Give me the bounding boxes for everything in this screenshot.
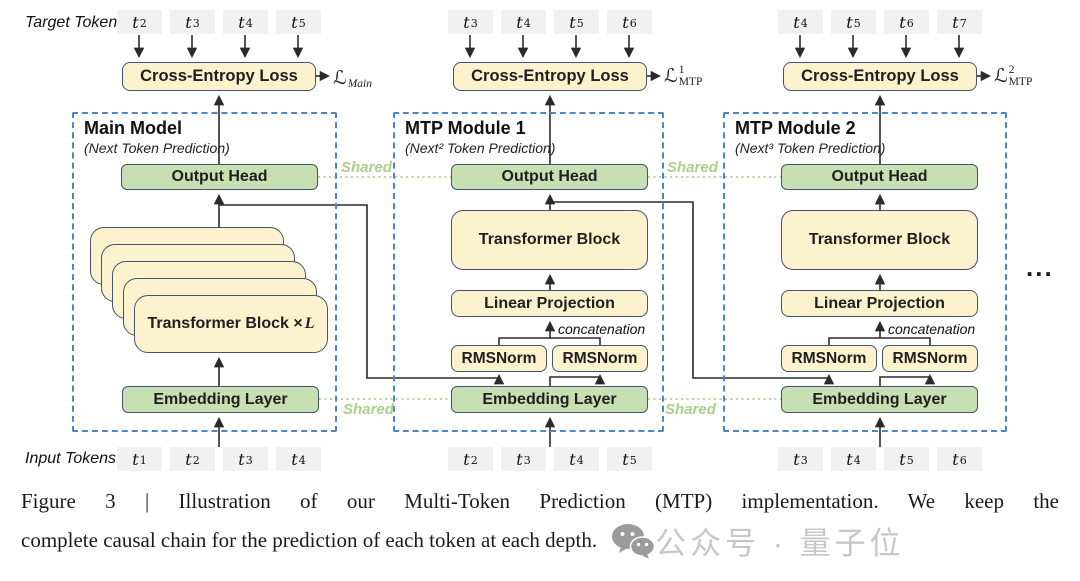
transformer-block-mtp1: Transformer Block [451,210,648,270]
figure-caption: Figure 3 | Illustration of our Multi-Tok… [21,489,1059,563]
script-l: ℒ [994,65,1008,88]
output-head-mtp2: Output Head [781,164,978,190]
concatenation-label: concatenation [888,321,976,337]
rmsnorm-left-mtp1: RMSNorm [451,345,547,372]
script-l: ℒ [664,65,678,88]
shared-label: Shared [667,159,718,176]
mtp-module-1-frame: MTP Module 1 (Next² Token Prediction) [393,112,664,432]
main-model-frame: Main Model (Next Token Prediction) [72,112,337,432]
embedding-layer-mtp1: Embedding Layer [451,386,648,413]
rmsnorm-right-mtp2: RMSNorm [882,345,978,372]
cross-entropy-loss-mtp2: Cross-Entropy Loss [783,62,977,91]
input-tokens-label: Input Tokens [25,450,117,467]
script-l: ℒ [333,67,347,90]
cross-entropy-loss-main: Cross-Entropy Loss [122,62,316,91]
main-model-subtitle: (Next Token Prediction) [84,140,230,156]
caption-line-2: complete causal chain for the prediction… [21,528,598,552]
watermark: 公众号 · 量子位 [611,518,905,563]
rmsnorm-right-mtp1: RMSNorm [552,345,648,372]
caption-line-1: Figure 3 | Illustration of our Multi-Tok… [21,489,1059,513]
watermark-text: 公众号 · 量子位 [655,526,905,561]
mtp-module-2-frame: MTP Module 2 (Next³ Token Prediction) [723,112,1007,432]
linear-projection-mtp1: Linear Projection [451,290,648,317]
cross-entropy-loss-mtp1: Cross-Entropy Loss [453,62,647,91]
wechat-icon [612,523,656,558]
output-head-main: Output Head [121,164,318,190]
main-model-title: Main Model [84,118,182,138]
ellipsis: ... [1026,252,1054,282]
mtp-module-1-subtitle: (Next² Token Prediction) [405,140,556,156]
transformer-block-mtp2: Transformer Block [781,210,978,270]
embedding-layer-main: Embedding Layer [122,386,319,413]
concatenation-label: concatenation [558,321,646,337]
embedding-layer-mtp2: Embedding Layer [781,386,978,413]
mtp-module-1-title: MTP Module 1 [405,118,526,138]
transformer-block-xl: Transformer Block ×L [134,295,328,353]
rmsnorm-left-mtp2: RMSNorm [781,345,877,372]
target-tokens-label: Target Tokens [25,14,126,31]
output-head-mtp1: Output Head [451,164,648,190]
shared-label: Shared [665,401,716,418]
shared-label: Shared [343,401,394,418]
linear-projection-mtp2: Linear Projection [781,290,978,317]
mtp-module-2-subtitle: (Next³ Token Prediction) [735,140,886,156]
mtp-module-2-title: MTP Module 2 [735,118,856,138]
shared-label: Shared [341,159,392,176]
